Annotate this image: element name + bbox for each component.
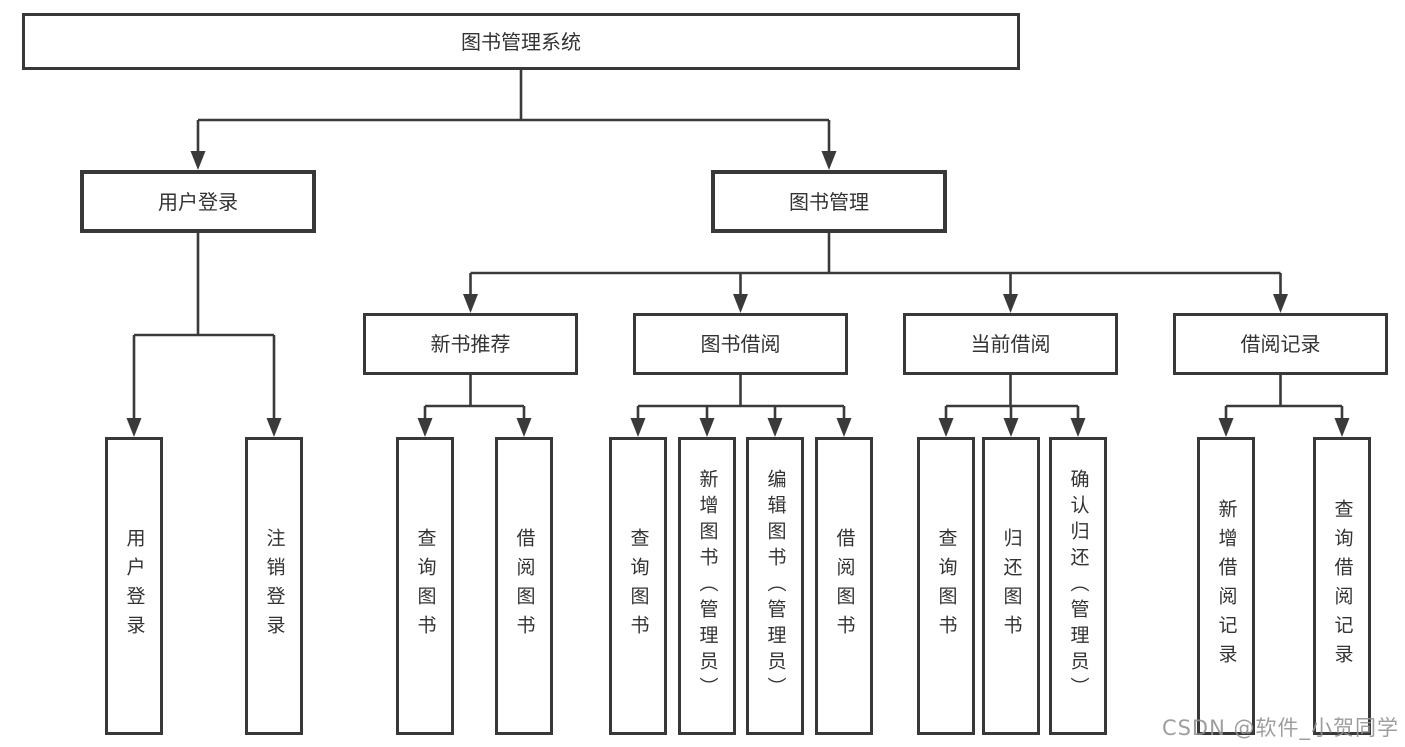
- node-library-management-system: 图书管理系统: [22, 13, 1020, 70]
- watermark: CSDN @软件_小贺同学: [1161, 716, 1399, 740]
- leaf-borrow-add-books-admin: 新增图书（管理员）: [678, 437, 736, 735]
- node-new-book-recommend: 新书推荐: [363, 313, 578, 375]
- leaf-records-query-borrow-record: 查询借阅记录: [1313, 437, 1371, 735]
- leaf-borrow-borrow-books: 借阅图书: [815, 437, 873, 735]
- leaf-borrow-query-books: 查询图书: [609, 437, 667, 735]
- leaf-borrow-edit-books-admin: 编辑图书（管理员）: [746, 437, 804, 735]
- leaf-logout: 注销登录: [245, 437, 303, 735]
- leaf-records-add-borrow-record: 新增借阅记录: [1197, 437, 1255, 735]
- leaf-current-return-books: 归还图书: [982, 437, 1040, 735]
- node-current-borrow: 当前借阅: [903, 313, 1118, 375]
- node-book-borrow: 图书借阅: [633, 313, 848, 375]
- node-borrow-records: 借阅记录: [1173, 313, 1388, 375]
- leaf-current-confirm-return-admin: 确认归还（管理员）: [1049, 437, 1107, 735]
- leaf-newbook-borrow-books: 借阅图书: [495, 437, 553, 735]
- node-user-login-module: 用户登录: [80, 170, 316, 233]
- node-book-management-module: 图书管理: [711, 170, 947, 233]
- leaf-newbook-query-books: 查询图书: [396, 437, 454, 735]
- leaf-user-login: 用户登录: [105, 437, 163, 735]
- leaf-current-query-books: 查询图书: [917, 437, 975, 735]
